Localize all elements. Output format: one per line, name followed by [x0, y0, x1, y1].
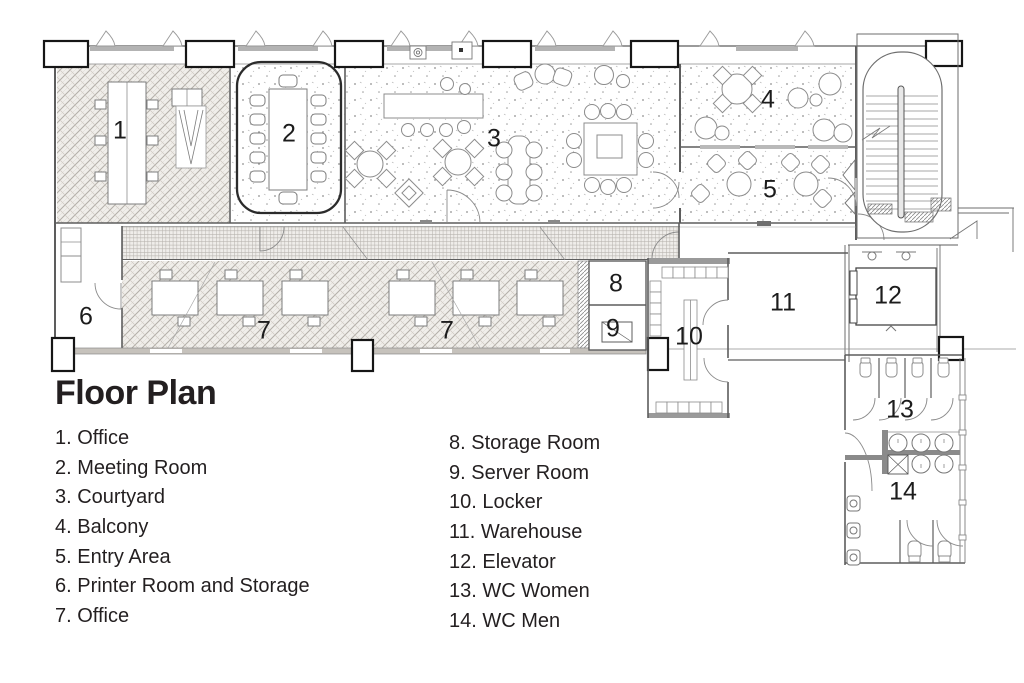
room-label-11: 11 [770, 288, 796, 317]
room-10-lockers [647, 258, 730, 418]
wc-block [844, 354, 967, 566]
legend-item-2: 2. Meeting Room [55, 456, 208, 479]
legend-item-8: 8. Storage Room [449, 432, 601, 454]
room-label-7b: 7 [440, 316, 454, 345]
legend-item-5: 5. Entry Area [55, 545, 171, 568]
window-sills [90, 46, 848, 226]
legend-item-12: 12. Elevator [449, 550, 556, 573]
legend-column-left: 1. Office 2. Meeting Room 3. Courtyard 4… [55, 424, 310, 632]
door-swings [94, 171, 978, 336]
room-4-balcony-furniture [694, 65, 853, 143]
room-6-printer-storage [60, 227, 82, 283]
legend-item-4: 4. Balcony [55, 516, 149, 539]
legend-item-14: 14. WC Men [449, 610, 561, 633]
bottom-wall [54, 347, 647, 355]
room-label-1: 1 [113, 116, 127, 145]
structural-columns [42, 39, 965, 373]
room-label-12: 12 [874, 281, 902, 310]
room-label-10: 10 [675, 322, 703, 351]
wall-fixture-icons [409, 41, 473, 60]
legend-item-3: 3. Courtyard [55, 486, 166, 509]
legend-item-13: 13. WC Women [449, 580, 590, 603]
legend-item-10: 10. Locker [449, 491, 543, 514]
room-label-4: 4 [761, 85, 775, 114]
room-12-elevator [849, 251, 937, 332]
room-label-8: 8 [609, 269, 623, 298]
room-1-office-furniture [94, 81, 207, 205]
room-label-6: 6 [79, 302, 93, 331]
rooms-8-9 [588, 260, 647, 351]
legend-item-1: 1. Office [55, 427, 130, 449]
room-2-meeting-furniture [235, 60, 343, 215]
legend-item-11: 11. Warehouse [449, 521, 583, 544]
room-label-14: 14 [889, 477, 917, 506]
room-label-13: 13 [886, 395, 914, 424]
room-label-3: 3 [487, 124, 501, 153]
legend-column-right: 8. Storage Room 9. Server Room 10. Locke… [449, 429, 600, 637]
page-title: Floor Plan [55, 374, 217, 412]
room-label-2: 2 [282, 119, 296, 148]
room-7-office-desks [151, 261, 564, 349]
staircase [856, 33, 1014, 252]
room-3-courtyard-furniture [344, 63, 654, 208]
room-label-5: 5 [763, 175, 777, 204]
legend-item-9: 9. Server Room [449, 461, 590, 484]
window-swing-icons [95, 30, 815, 47]
room-5-entry-furniture [691, 151, 856, 216]
legend-item-7: 7. Office [55, 605, 130, 628]
room-label-9: 9 [606, 314, 620, 343]
room-label-7a: 7 [257, 316, 271, 345]
legend-item-6: 6. Printer Room and Storage [55, 575, 310, 598]
